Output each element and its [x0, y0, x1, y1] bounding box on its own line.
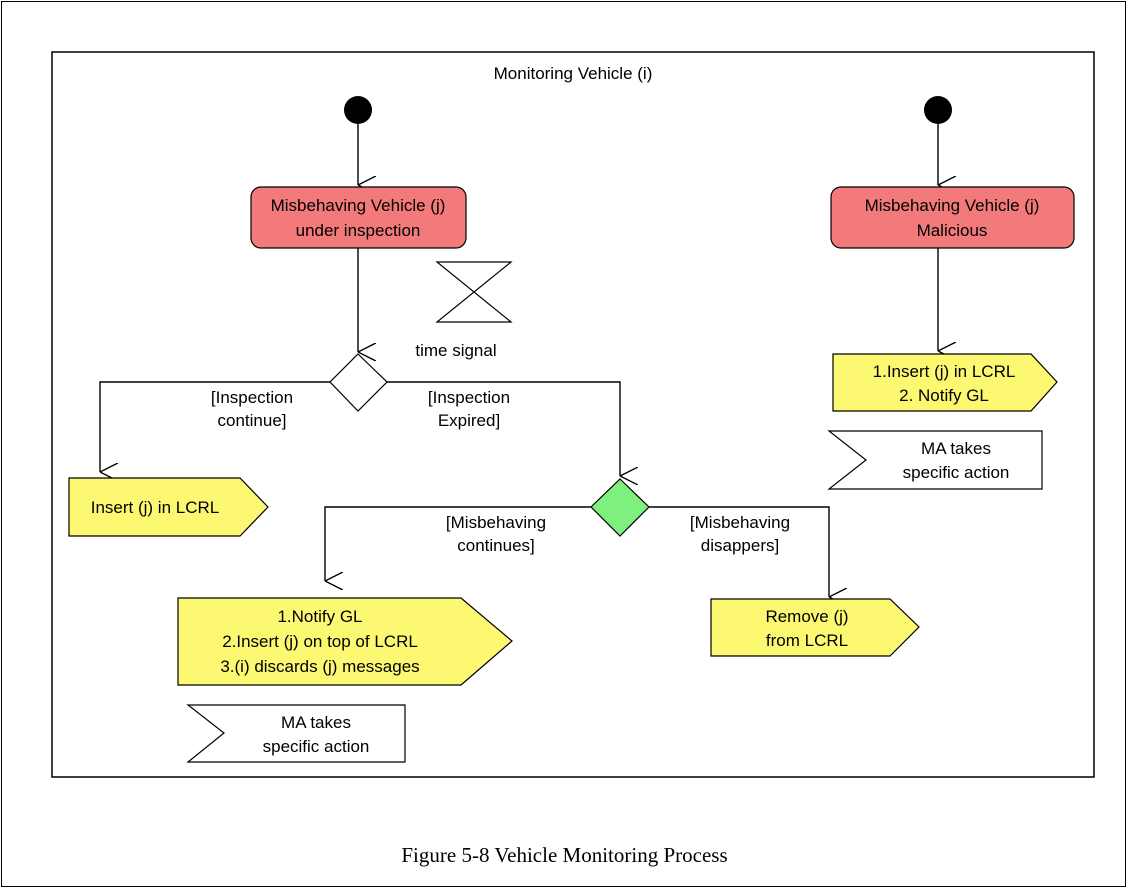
decision-misbehaving — [590, 478, 650, 537]
state-under-inspection: Misbehaving Vehicle (j) under inspection — [250, 186, 467, 249]
state-under-inspection-line2: under inspection — [296, 221, 421, 240]
signal-insert-lcrl: Insert (j) in LCRL — [68, 477, 269, 537]
signal-notify-group-line3: 3.(i) discards (j) messages — [220, 657, 419, 676]
time-signal-label: time signal — [415, 341, 496, 360]
accept-ma-left-line1: MA takes — [281, 713, 351, 732]
accept-ma-right-line2: specific action — [903, 463, 1010, 482]
hourglass-icon — [435, 261, 513, 323]
guard-misbehaving-continues-line2: continues] — [457, 536, 535, 555]
flow-inspection-expired — [387, 381, 620, 476]
signal-notify-group: 1.Notify GL 2.Insert (j) on top of LCRL … — [177, 597, 513, 686]
state-malicious-line2: Malicious — [917, 221, 988, 240]
accept-event-ma-right: MA takes specific action — [827, 430, 1043, 490]
accept-event-ma-left: MA takes specific action — [186, 704, 406, 763]
flow-misbehaving-disappears — [649, 506, 829, 597]
initial-node-right — [924, 96, 952, 124]
signal-malicious-actions: 1.Insert (j) in LCRL 2. Notify GL — [832, 353, 1058, 412]
signal-notify-group-line1: 1.Notify GL — [277, 607, 362, 626]
activity-frame — [51, 51, 1095, 778]
state-under-inspection-line1: Misbehaving Vehicle (j) — [271, 196, 446, 215]
signal-notify-group-line2: 2.Insert (j) on top of LCRL — [222, 632, 418, 651]
flow-inspection-continue — [99, 381, 330, 472]
flow-misbehaving-continues — [324, 506, 591, 581]
state-malicious: Misbehaving Vehicle (j) Malicious — [830, 186, 1075, 249]
signal-insert-lcrl-text: Insert (j) in LCRL — [91, 498, 219, 517]
initial-node-left — [344, 96, 372, 124]
signal-malicious-line2: 2. Notify GL — [899, 386, 989, 405]
guard-inspection-expired-line1: [Inspection — [428, 388, 510, 407]
accept-ma-left-line2: specific action — [263, 737, 370, 756]
decision-inspection — [329, 353, 388, 412]
figure-caption: Figure 5-8 Vehicle Monitoring Process — [401, 843, 728, 867]
signal-remove-line2: from LCRL — [766, 631, 848, 650]
guard-misbehaving-continues-line1: [Misbehaving — [446, 513, 546, 532]
guard-inspection-continue-line2: continue] — [218, 411, 287, 430]
guard-misbehaving-disappears-line1: [Misbehaving — [690, 513, 790, 532]
guard-misbehaving-disappears-line2: disappers] — [701, 536, 779, 555]
signal-malicious-line1: 1.Insert (j) in LCRL — [873, 362, 1016, 381]
state-malicious-line1: Misbehaving Vehicle (j) — [865, 196, 1040, 215]
diagram-title: Monitoring Vehicle (i) — [494, 64, 653, 83]
signal-remove: Remove (j) from LCRL — [710, 598, 920, 657]
signal-remove-line1: Remove (j) — [765, 607, 848, 626]
guard-inspection-expired-line2: Expired] — [438, 411, 500, 430]
guard-inspection-continue-line1: [Inspection — [211, 388, 293, 407]
accept-ma-right-line1: MA takes — [921, 439, 991, 458]
